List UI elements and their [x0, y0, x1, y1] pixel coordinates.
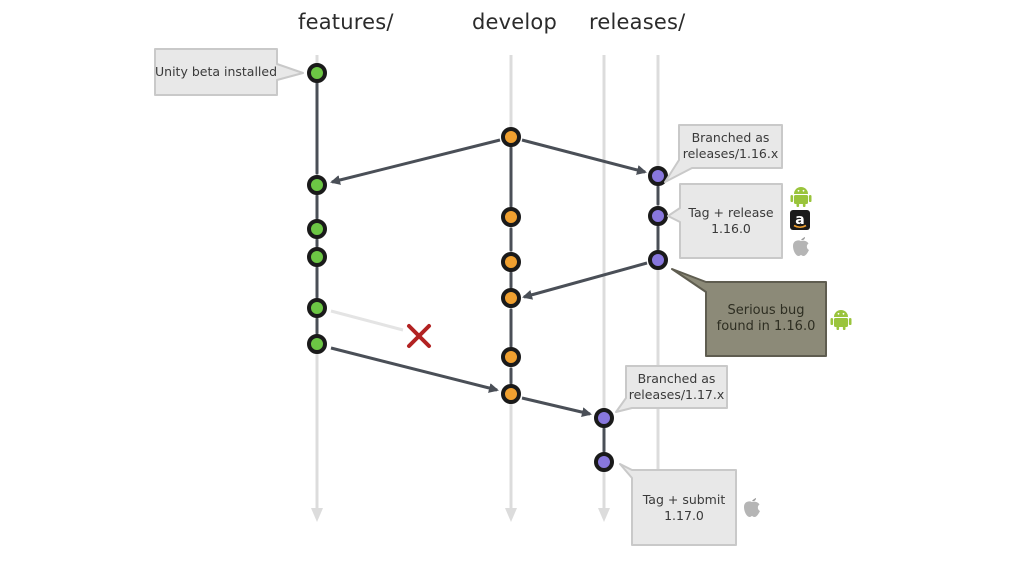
- develop-commit: [501, 252, 521, 272]
- release-commit: [648, 206, 668, 226]
- develop-commit: [501, 384, 521, 404]
- android-icon: [790, 187, 812, 207]
- feature-commit: [307, 219, 327, 239]
- callout-branched-116-text: Branched as releases/1.16.x: [679, 130, 782, 162]
- callout-serious-bug: [671, 268, 827, 357]
- release-commit: [594, 452, 614, 472]
- apple-icon: [744, 498, 760, 517]
- develop-commit: [501, 288, 521, 308]
- release-commits: [594, 166, 668, 472]
- callout-tag-submit-117-text: Tag + submit 1.17.0: [632, 492, 736, 524]
- callout-unity-beta: [154, 48, 304, 96]
- header-releases: releases/: [589, 10, 686, 34]
- feature-commit: [307, 334, 327, 354]
- release-commit: [594, 408, 614, 428]
- feature-commit: [307, 175, 327, 195]
- feature-commit: [307, 298, 327, 318]
- arrow-release-to-develop: [522, 261, 648, 300]
- android-icon: [830, 310, 852, 330]
- arrow-develop-to-feature: [330, 138, 501, 185]
- callout-serious-bug-text: Serious bug found in 1.16.0: [706, 303, 826, 335]
- callout-line: Serious bug: [727, 303, 805, 318]
- callout-line: releases/1.17.x: [628, 387, 725, 402]
- callout-line: releases/1.16.x: [682, 146, 779, 161]
- callout-tag-release-116: [667, 183, 783, 259]
- arrow-develop-to-release-116: [521, 138, 647, 175]
- feature-commit: [307, 247, 327, 267]
- amazon-icon: a: [790, 210, 810, 230]
- feature-commit: [307, 63, 327, 83]
- develop-commit: [501, 207, 521, 227]
- callout-branched-116: [664, 124, 783, 183]
- callout-line: Tag + release: [688, 205, 774, 220]
- develop-commits: [501, 127, 521, 404]
- arrow-develop-to-release-117: [521, 396, 592, 418]
- lanes: [311, 55, 664, 522]
- commit-connectors: [315, 81, 660, 453]
- callout-line: Branched as: [637, 371, 716, 386]
- callout-line: Tag + submit: [642, 492, 726, 507]
- callout-line: found in 1.16.0: [716, 319, 816, 334]
- merge-arrows: [330, 138, 648, 418]
- feature-commits: [307, 63, 327, 354]
- develop-commit: [501, 127, 521, 147]
- callout-unity-beta-text: Unity beta installed: [155, 64, 278, 79]
- callout-branched-117: [615, 365, 728, 413]
- callout-line: 1.17.0: [664, 508, 704, 523]
- callout-tag-submit-117: [619, 463, 737, 546]
- develop-commit: [501, 347, 521, 367]
- apple-icon: [793, 237, 809, 256]
- callout-branched-117-text: Branched as releases/1.17.x: [626, 371, 727, 403]
- callout-line: 1.16.0: [711, 221, 751, 236]
- callout-tag-release-116-text: Tag + release 1.16.0: [680, 205, 782, 237]
- release-commit: [648, 166, 668, 186]
- rejected-x-icon: [407, 324, 431, 348]
- arrow-feature-to-develop: [330, 346, 499, 393]
- header-develop: develop: [472, 10, 558, 34]
- header-features: features/: [298, 10, 394, 34]
- callout-line: Branched as: [691, 130, 770, 145]
- release-commit: [648, 250, 668, 270]
- callout-shapes: [154, 48, 827, 546]
- rejected-merge: [330, 309, 431, 348]
- svg-text:a: a: [795, 212, 804, 228]
